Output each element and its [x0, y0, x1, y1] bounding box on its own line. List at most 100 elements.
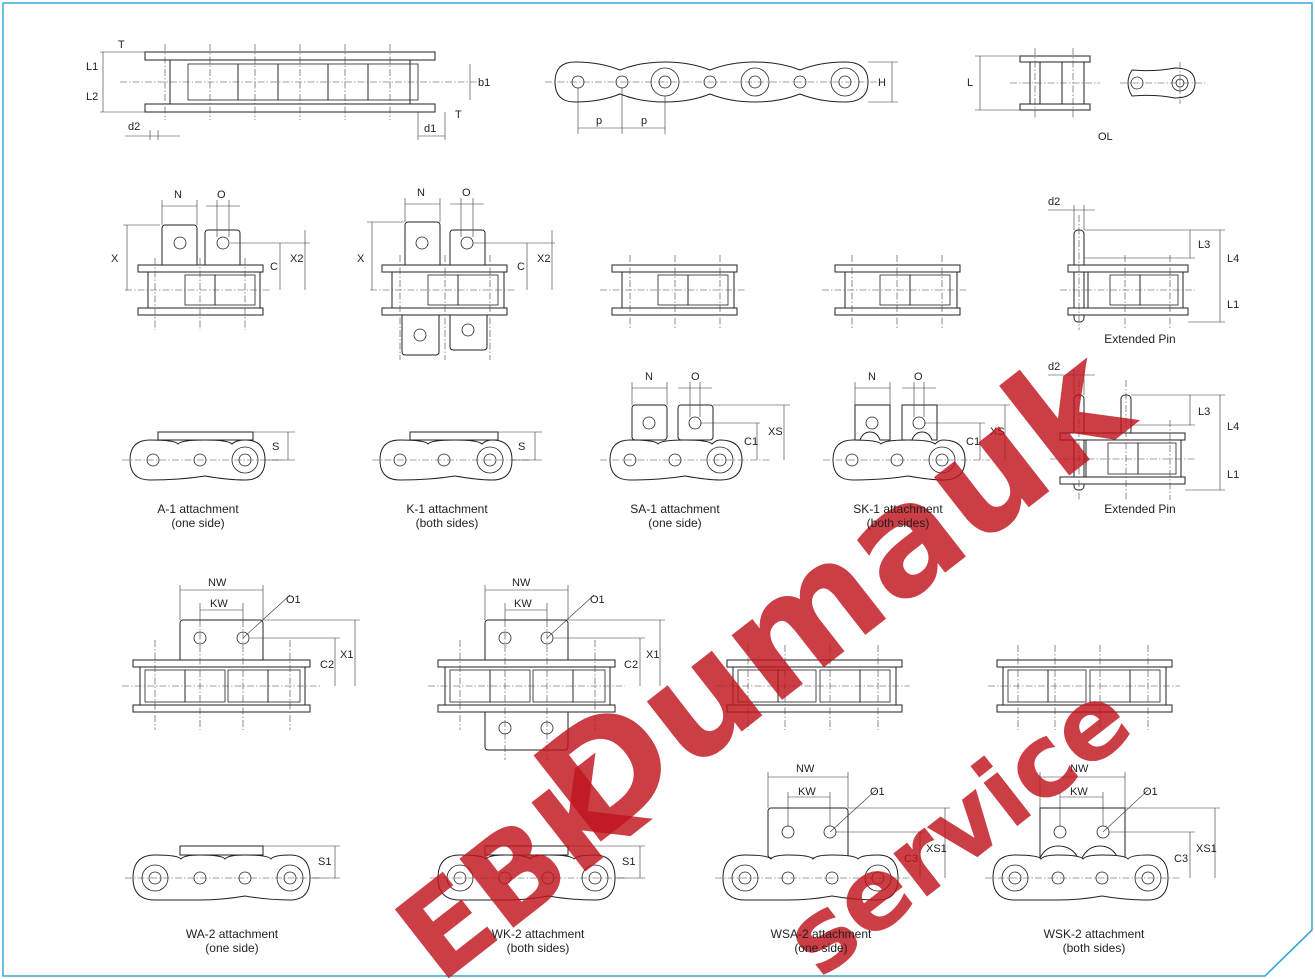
wsk2-side-view: NW KW O1 C3 XS1	[985, 763, 1220, 901]
caption-a1-line2: (one side)	[171, 516, 225, 530]
wa2-label-S1: S1	[318, 856, 331, 868]
caption-wa2-line2: (one side)	[205, 941, 259, 955]
label-H: H	[878, 77, 886, 89]
a1-label-S: S	[272, 441, 279, 453]
wk2-side-view: S1	[430, 845, 645, 901]
wsk2-label-C3: C3	[1174, 853, 1188, 865]
caption-OL: OL	[1098, 131, 1113, 143]
label-T-bottom: T	[455, 109, 462, 121]
ep1-label-L3: L3	[1198, 239, 1210, 251]
caption-k1-line2: (both sides)	[415, 516, 479, 530]
k1-label-X: X	[357, 253, 365, 265]
wsk2-label-KW: KW	[1070, 786, 1088, 798]
wsk2-label-NW: NW	[1070, 763, 1089, 775]
caption-wsk2: WSK-2 attachment (both sides)	[1044, 927, 1145, 955]
a1-label-N: N	[174, 189, 182, 201]
label-d1: d1	[424, 123, 436, 135]
extended-pin-view-2: d2 L3 L4 L1	[1048, 361, 1239, 500]
wsa2-plan-view	[717, 645, 910, 730]
wsa2-label-KW: KW	[798, 786, 816, 798]
caption-a1: A-1 attachment (one side)	[157, 502, 238, 530]
wa2-label-NW: NW	[208, 577, 227, 589]
sa1-label-N: N	[645, 371, 653, 383]
caption-wsa2-line1: WSA-2 attachment	[770, 927, 872, 941]
caption-wa2-line1: WA-2 attachment	[185, 927, 279, 941]
wa2-plan-view: NW KW O1 C2 X1	[122, 577, 360, 730]
a1-label-X2: X2	[290, 253, 303, 265]
sa1-label-XS: XS	[768, 426, 783, 438]
label-d2: d2	[128, 121, 140, 133]
ep2-label-L4: L4	[1227, 421, 1239, 433]
a1-label-O: O	[217, 189, 226, 201]
sa1-side-view: N O C1 XS	[600, 371, 790, 481]
caption-extended-pin-2: Extended Pin	[1104, 502, 1175, 516]
k1-label-O: O	[462, 187, 471, 199]
k1-label-X2: X2	[537, 253, 550, 265]
chain-side-view: p p H	[545, 61, 898, 134]
sk1-plan-view	[822, 255, 968, 330]
k1-plan-view: N O X C X2	[357, 187, 555, 360]
a1-side-view: S	[122, 431, 295, 481]
ep2-label-L3: L3	[1198, 406, 1210, 418]
label-L: L	[967, 77, 973, 89]
wk2-label-C2: C2	[624, 659, 638, 671]
sk1-side-view: N O C1 XS	[823, 371, 1010, 481]
k1-label-C: C	[517, 261, 525, 273]
sk1-label-N: N	[868, 371, 876, 383]
caption-extended-pin-1: Extended Pin	[1104, 332, 1175, 346]
caption-wa2: WA-2 attachment (one side)	[186, 927, 278, 955]
ep2-label-d2: d2	[1048, 361, 1060, 373]
caption-extended-pin-1-text: Extended Pin	[1104, 332, 1176, 346]
extended-pin-view-1: d2 L3 L4 L1	[1048, 196, 1239, 330]
ep1-label-L4: L4	[1227, 253, 1239, 265]
caption-wk2: WK-2 attachment (both sides)	[492, 927, 585, 955]
wa2-label-O1: O1	[286, 594, 301, 606]
sk1-label-C1: C1	[966, 436, 980, 448]
a1-label-X: X	[111, 253, 119, 265]
k1-side-view: S	[372, 431, 542, 481]
label-L1: L1	[86, 61, 98, 73]
wsa2-side-view: NW KW O1 C3 XS1	[715, 763, 950, 901]
wsa2-label-C3: C3	[904, 853, 918, 865]
caption-wsa2-line2: (one side)	[794, 941, 848, 955]
label-b1: b1	[478, 77, 490, 89]
caption-sk1: SK-1 attachment (both sides)	[853, 502, 942, 530]
label-T-top: T	[118, 39, 125, 51]
wk2-label-X1: X1	[646, 649, 659, 661]
k1-label-N: N	[417, 187, 425, 199]
wsk2-label-O1: O1	[1143, 786, 1158, 798]
caption-a1-line1: A-1 attachment	[157, 502, 239, 516]
wa2-label-C2: C2	[320, 659, 334, 671]
caption-extended-pin-2-text: Extended Pin	[1104, 502, 1176, 516]
ep2-label-L1: L1	[1227, 469, 1239, 481]
caption-sa1: SA-1 attachment (one side)	[630, 502, 719, 530]
ep1-label-L1: L1	[1227, 299, 1239, 311]
caption-k1-line1: K-1 attachment	[406, 502, 488, 516]
wk2-label-NW: NW	[512, 577, 531, 589]
k1-label-S: S	[518, 441, 525, 453]
wa2-side-view: S1	[125, 845, 340, 901]
caption-sk1-line1: SK-1 attachment	[853, 502, 943, 516]
label-L2: L2	[86, 91, 98, 103]
wk2-label-O1: O1	[590, 594, 605, 606]
caption-sa1-line2: (one side)	[648, 516, 702, 530]
offset-link: L OL	[967, 48, 1205, 143]
caption-wk2-line2: (both sides)	[506, 941, 570, 955]
caption-wk2-line1: WK-2 attachment	[491, 927, 585, 941]
caption-sa1-line1: SA-1 attachment	[630, 502, 720, 516]
sa1-plan-view	[600, 255, 745, 330]
caption-wsk2-line1: WSK-2 attachment	[1043, 927, 1145, 941]
caption-wsa2: WSA-2 attachment (one side)	[771, 927, 872, 955]
sk1-label-XS: XS	[990, 426, 1005, 438]
caption-k1: K-1 attachment (both sides)	[406, 502, 487, 530]
caption-wsk2-line2: (both sides)	[1062, 941, 1126, 955]
sa1-label-O: O	[691, 371, 700, 383]
sk1-label-O: O	[914, 371, 923, 383]
wsk2-label-XS1: XS1	[1196, 843, 1217, 855]
chain-plan-view: T L1 L2 b1 T d2 d1	[86, 39, 490, 140]
wk2-label-KW: KW	[514, 598, 532, 610]
label-p-right: p	[641, 115, 647, 127]
